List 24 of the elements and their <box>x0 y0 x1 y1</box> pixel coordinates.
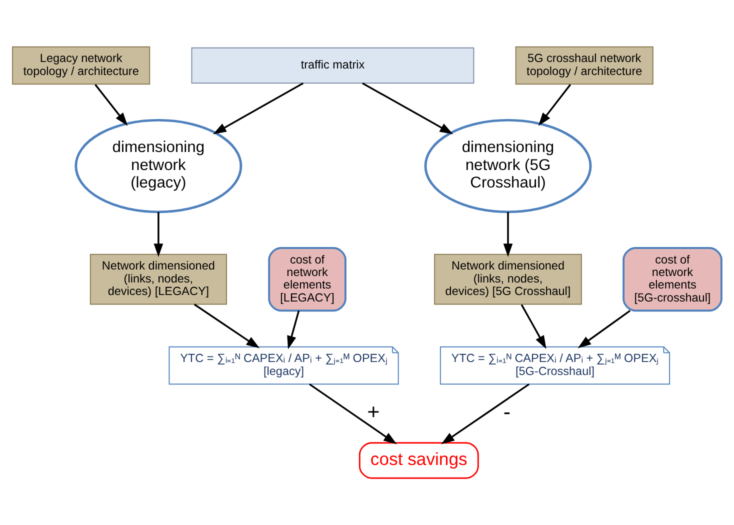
arrow <box>538 84 572 126</box>
arrow <box>520 304 546 349</box>
node-box: cost savings <box>358 442 479 479</box>
arrow <box>578 310 631 348</box>
node-box: Network dimensioned (links, nodes, devices) [LEGACY] <box>90 254 227 305</box>
edge-label: - <box>503 400 511 424</box>
arrow <box>154 212 164 257</box>
arrow <box>287 310 300 350</box>
node-ellipse: dimensioning network (legacy) <box>74 118 242 214</box>
arrow <box>309 383 397 444</box>
node-box: traffic matrix <box>191 47 474 84</box>
node-box: 5G crosshaul network topology / architecture <box>515 46 654 85</box>
arrow <box>441 383 530 444</box>
arrow <box>194 304 260 348</box>
node-ellipse: dimensioning network (5G Crosshaul) <box>424 118 592 214</box>
node-box: Network dimensioned (links, nodes, devices) [5G Crosshaul] <box>434 254 582 305</box>
edge-label: + <box>367 400 380 424</box>
arrow <box>503 212 513 257</box>
node-box: cost of network elements [LEGACY] <box>268 247 346 312</box>
arrow <box>362 82 454 134</box>
node-box: cost of network elements [5G-crosshaul] <box>622 247 722 312</box>
arrow <box>94 84 128 126</box>
arrow <box>213 82 304 134</box>
node-box: Legacy network topology / architecture <box>12 46 150 85</box>
